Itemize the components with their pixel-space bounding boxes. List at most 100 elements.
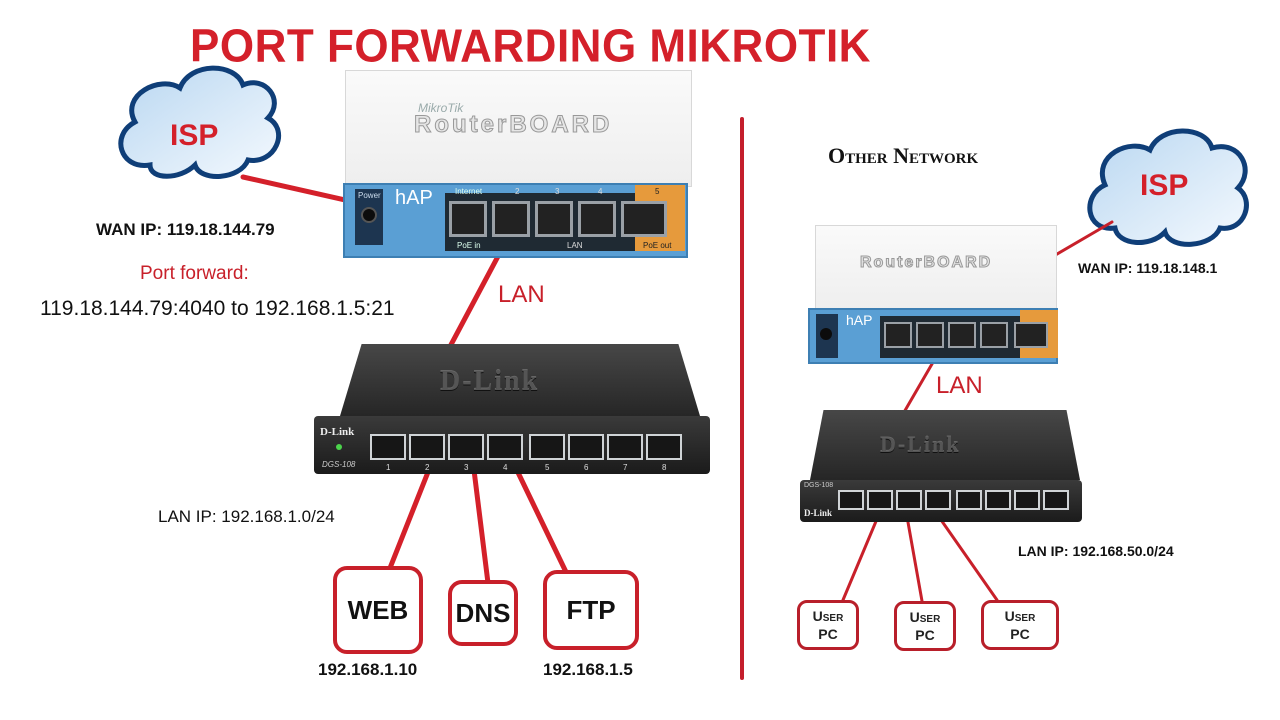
server-name: DNS: [455, 597, 511, 628]
router-front-panel: Power hAP Internet 2 3 4 5 PoE in LAN Po…: [343, 183, 688, 258]
port-number: 1: [386, 463, 391, 472]
router-model-text: RouterBOARD: [859, 254, 993, 272]
server-web[interactable]: WEB: [333, 566, 423, 654]
user-pc-2[interactable]: User PC: [894, 601, 956, 651]
router-model: hAP: [395, 187, 433, 209]
pc-label-line1: User: [909, 609, 941, 625]
pc-label-line2: PC: [915, 627, 935, 643]
switch-port: [646, 434, 682, 460]
ethernet-port: [948, 322, 976, 348]
port-number: 5: [545, 463, 550, 472]
server-ftp-ip: 192.168.1.5: [543, 660, 633, 679]
switch-top-panel: D-Link: [340, 344, 700, 416]
power-label: Power: [358, 191, 381, 200]
port-number: 2: [425, 463, 430, 472]
ethernet-port: [535, 201, 573, 237]
wan-ip-left: WAN IP: 119.18.144.79: [96, 220, 275, 239]
router-front-panel: hAP: [808, 308, 1058, 364]
network-divider: [740, 117, 744, 680]
switch-front-panel: D-Link DGS-108 1 2 3 4 5 6 7 8: [314, 416, 710, 474]
port-label: 3: [555, 187, 560, 196]
switch-port: [985, 490, 1011, 510]
pc-label-line1: User: [812, 608, 844, 624]
lan-port-label: LAN: [567, 241, 583, 250]
switch-model: DGS-108: [804, 482, 834, 489]
switch-model: DGS-108: [322, 460, 356, 469]
server-dns[interactable]: DNS: [448, 580, 518, 646]
wire-switch-to-web: [387, 459, 435, 571]
lan-ip-left: LAN IP: 192.168.1.0/24: [158, 507, 335, 526]
switch-top-panel: D-Link: [810, 410, 1080, 480]
switch-port: [370, 434, 406, 460]
power-socket-icon: [361, 207, 377, 223]
power-jack: Power: [355, 189, 383, 245]
poe-out-label: PoE out: [643, 241, 672, 250]
switch-port: [867, 490, 893, 510]
server-name: WEB: [347, 594, 409, 625]
pc-label-line2: PC: [1010, 626, 1030, 642]
port-number: 3: [464, 463, 469, 472]
switch-port: [1043, 490, 1069, 510]
port-number: 4: [503, 463, 508, 472]
isp-label-left: ISP: [170, 119, 218, 152]
lan-link-label-right: LAN: [936, 372, 983, 399]
pc-label-line1: User: [1004, 608, 1036, 624]
user-pc-1[interactable]: User PC: [797, 600, 859, 650]
ethernet-port: [578, 201, 616, 237]
switch-port: [896, 490, 922, 510]
server-name: FTP: [566, 594, 616, 625]
ethernet-port: [449, 201, 487, 237]
switch-port: [1014, 490, 1040, 510]
ethernet-port: [916, 322, 944, 348]
isp-cloud-left: ISP: [118, 65, 281, 179]
ethernet-port: [980, 322, 1008, 348]
switch-port: [568, 434, 604, 460]
server-ftp[interactable]: FTP: [543, 570, 639, 650]
diagram-title: PORT FORWARDING MIKROTIK: [190, 20, 871, 73]
switch-port: [925, 490, 951, 510]
port-label: 4: [598, 187, 603, 196]
router-top-panel: RouterBOARD: [815, 225, 1057, 312]
port-label: Internet: [455, 187, 483, 196]
port-forward-heading: Port forward:: [140, 263, 249, 284]
switch-port: [529, 434, 565, 460]
switch-port: [409, 434, 445, 460]
port-number: 8: [662, 463, 667, 472]
isp-label-right: ISP: [1140, 169, 1188, 202]
switch-brand: D-Link: [804, 508, 833, 518]
switch-brand-embossed: D-Link: [440, 366, 540, 397]
port-number: 7: [623, 463, 628, 472]
other-network-heading: Other Network: [828, 143, 979, 168]
lan-ip-right: LAN IP: 192.168.50.0/24: [1018, 543, 1174, 559]
switch-port: [487, 434, 523, 460]
switch-brand: D-Link: [320, 426, 355, 438]
wire-switch-to-dns: [470, 459, 491, 586]
wan-ip-right: WAN IP: 119.18.148.1: [1078, 260, 1218, 276]
ethernet-port: [621, 201, 667, 237]
server-web-ip: 192.168.1.10: [318, 660, 418, 679]
switch-port: [838, 490, 864, 510]
lan-link-label-left: LAN: [498, 281, 545, 308]
router-brand: MikroTik: [418, 101, 464, 115]
router-model: hAP: [846, 312, 873, 328]
wire-switch-to-ftp: [509, 457, 569, 575]
ethernet-port: [884, 322, 912, 348]
switch-port: [607, 434, 643, 460]
switch-front-panel: D-Link DGS-108: [800, 480, 1082, 522]
cloud-icon: [118, 65, 281, 179]
wire-switch-to-pc2: [904, 509, 924, 603]
switch-port: [956, 490, 982, 510]
power-socket-icon: [820, 328, 832, 340]
router-top-panel: MikroTik RouterBOARD: [345, 70, 692, 187]
port-label: 5: [655, 187, 660, 196]
poe-in-label: PoE in: [457, 241, 481, 250]
power-led-icon: [336, 444, 342, 450]
user-pc-3[interactable]: User PC: [981, 600, 1059, 650]
pc-label-line2: PC: [818, 626, 838, 642]
switch-port: [448, 434, 484, 460]
switch-brand-embossed: D-Link: [880, 432, 961, 457]
isp-cloud-right: ISP: [1087, 128, 1249, 247]
ethernet-port: [492, 201, 530, 237]
router-model-text: RouterBOARD: [413, 111, 613, 139]
port-number: 6: [584, 463, 589, 472]
